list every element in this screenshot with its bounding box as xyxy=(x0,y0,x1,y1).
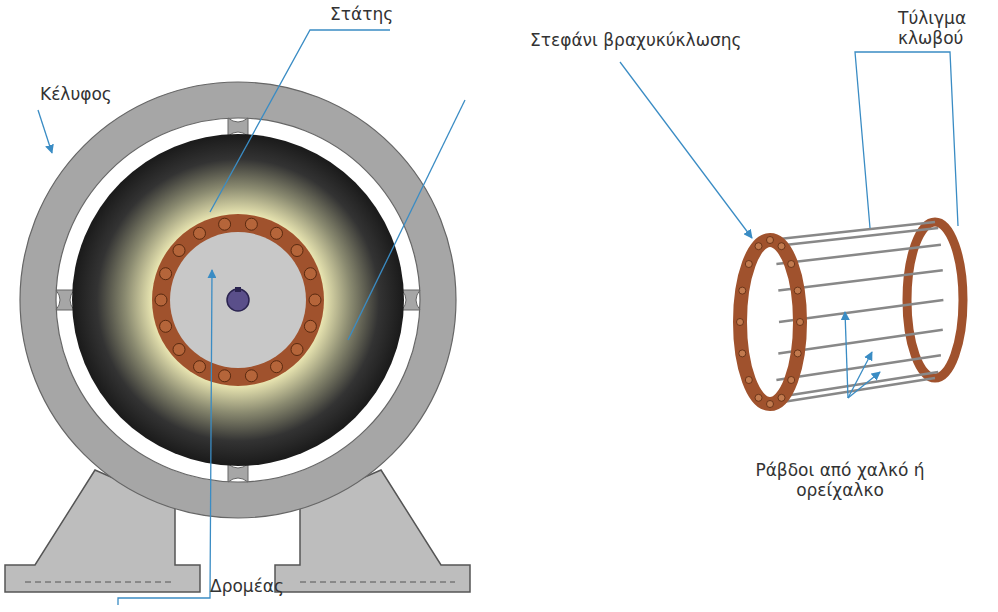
squirrel-cage xyxy=(737,222,964,408)
rotor-bars xyxy=(155,218,321,382)
stator-supports xyxy=(56,118,420,482)
bars-label: Ράβδοι από χαλκό ή ορείχαλκο xyxy=(740,460,940,501)
short-circuit-ring-label: Στεφάνι βραχυκύκλωσης xyxy=(530,30,741,50)
leader-lines xyxy=(38,30,958,605)
cage-winding-label: Τύλιγμα κλωβού xyxy=(898,8,994,49)
rotor-core xyxy=(170,232,306,368)
rotor-ring xyxy=(152,214,324,386)
housing-label: Κέλυφος xyxy=(40,84,112,104)
shaft xyxy=(227,289,249,311)
stator xyxy=(72,134,404,466)
stator-label: Στάτης xyxy=(330,4,393,24)
rotor-label: Δρομέας xyxy=(210,576,284,596)
